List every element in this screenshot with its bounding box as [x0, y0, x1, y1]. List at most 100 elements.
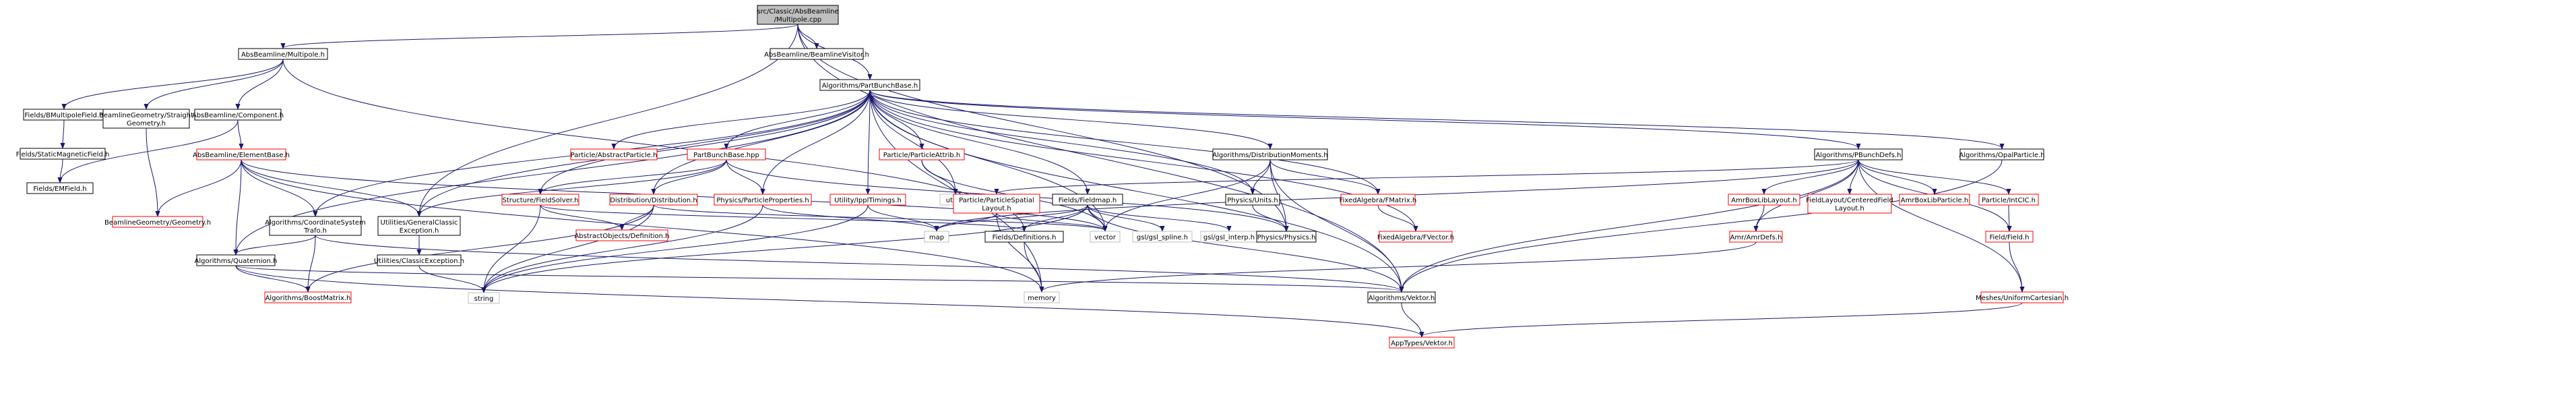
node-box-amrboxlib: [1728, 194, 1800, 206]
edge-meshes-to-apptypes: [1422, 302, 2023, 336]
edge-pbb-to-ippl: [868, 90, 870, 194]
node-quat[interactable]: Algorithms/Quaternion.h: [195, 254, 278, 266]
node-label-centered-0: FieldLayout/CenteredField: [1806, 197, 1893, 204]
edge-quat-to-boostm: [235, 265, 308, 291]
node-component[interactable]: AbsBeamline/Component.h: [192, 109, 284, 121]
node-units[interactable]: Physics/Units.h: [1225, 194, 1280, 206]
node-fieldsolver[interactable]: Structure/FieldSolver.h: [501, 194, 579, 206]
edge-pbunchdefs-to-amrboxpart: [1858, 159, 1935, 194]
node-staticmag[interactable]: Fields/StaticMagneticField.h: [16, 148, 110, 160]
edge-distmom-to-vektor: [1269, 159, 1402, 291]
node-boostm[interactable]: Algorithms/BoostMatrix.h: [264, 291, 352, 303]
edge-distmom-to-units: [1253, 159, 1271, 194]
node-pbbhpp[interactable]: PartBunchBase.hpp: [687, 148, 766, 160]
edge-ippl-to-map: [867, 204, 937, 231]
node-elembase[interactable]: AbsBeamline/ElementBase.h: [193, 148, 290, 160]
node-physics[interactable]: Physics/Physics.h: [1256, 231, 1317, 243]
node-geometry[interactable]: BeamlineGeometry/Geometry.h: [104, 216, 211, 228]
node-label-coordsys-1: Trafo.h: [303, 227, 327, 235]
edge-elembase-to-geometry: [158, 159, 242, 216]
node-absobj[interactable]: AbstractObjects/Definition.h: [574, 229, 670, 241]
edge-fmatrix-to-fvector: [1377, 204, 1416, 231]
node-opal[interactable]: Algorithms/OpalParticle.h: [1959, 148, 2045, 160]
node-abspart[interactable]: Particle/AbstractParticle.h: [570, 148, 658, 160]
dependency-edges: [60, 24, 2022, 336]
node-distmom[interactable]: Algorithms/DistributionMoments.h: [1212, 148, 1328, 160]
node-string: string: [468, 292, 500, 304]
node-vector: vector: [1090, 231, 1121, 243]
edge-component-to-emfield: [60, 119, 239, 182]
dependency-nodes: src/Classic/AbsBeamline/Multipole.cppAbs…: [16, 5, 2069, 349]
edge-pbb-to-distmom: [869, 90, 1270, 148]
edge-pbb-to-fieldsolver: [540, 90, 871, 194]
node-label-units-0: Physics/Units.h: [1227, 197, 1278, 204]
node-label-geometry-0: BeamlineGeometry/Geometry.h: [104, 219, 211, 227]
node-map: map: [924, 231, 949, 243]
node-absmult[interactable]: AbsBeamline/Multipole.h: [238, 48, 328, 60]
node-box-geometry: [112, 216, 203, 228]
node-ippl[interactable]: Utility/IpplTimings.h: [829, 194, 906, 206]
edge-pbb-to-units: [869, 90, 1253, 194]
node-box-partspatial: [953, 194, 1040, 214]
node-label-fieldmap-0: Fields/Fieldmap.h: [1059, 197, 1117, 204]
node-root[interactable]: src/Classic/AbsBeamline/Multipole.cpp: [757, 5, 839, 25]
node-label-distrib-0: Distribution/Distribution.h: [610, 197, 697, 204]
node-box-intcic: [1978, 194, 2039, 206]
node-fielddefs[interactable]: Fields/Definitions.h: [984, 231, 1064, 243]
node-label-memory-0: memory: [1028, 295, 1056, 302]
node-box-straight: [102, 109, 190, 129]
node-visitor[interactable]: AbsBeamline/BeamlineVisitor.h: [764, 48, 869, 60]
node-field[interactable]: Field/Field.h: [1985, 231, 2034, 243]
edge-partspatial-to-map: [937, 212, 997, 231]
edge-fieldmap-to-vektor: [1087, 204, 1402, 291]
node-box-partattrib: [879, 148, 965, 160]
edge-pbunchdefs-to-intcic: [1858, 159, 2009, 194]
edge-root-to-genexc: [419, 24, 798, 216]
node-meshes[interactable]: Meshes/UniformCartesian.h: [1976, 291, 2069, 303]
node-pbunchdefs[interactable]: Algorithms/PBunchDefs.h: [1814, 148, 1903, 160]
node-intcic[interactable]: Particle/IntCIC.h: [1978, 194, 2039, 206]
node-partattrib[interactable]: Particle/ParticleAttrib.h: [879, 148, 965, 160]
node-label-centered-1: Layout.h: [1835, 205, 1864, 212]
edge-pbb-to-vektor: [869, 90, 1402, 291]
edge-absmult-to-component: [238, 59, 284, 109]
edge-quat-to-vektor: [235, 265, 1402, 291]
node-pbb[interactable]: Algorithms/PartBunchBase.h: [819, 79, 920, 91]
node-fvector[interactable]: FixedAlgebra/FVector.h: [1377, 231, 1454, 243]
node-label-amrboxpart-0: AmrBoxLibParticle.h: [1901, 197, 1968, 204]
node-box-clsexc: [377, 254, 462, 266]
edge-root-to-absmult: [283, 24, 798, 48]
node-amrboxpart[interactable]: AmrBoxLibParticle.h: [1899, 194, 1970, 206]
edge-pbunchdefs-to-vektor: [1402, 159, 1859, 291]
node-label-opal-0: Algorithms/OpalParticle.h: [1959, 152, 2044, 159]
node-vektor[interactable]: Algorithms/Vektor.h: [1367, 291, 1436, 303]
node-partprops[interactable]: Physics/ParticleProperties.h: [714, 194, 812, 206]
edge-distrib-to-vector: [653, 204, 1105, 231]
edge-distrib-to-string: [484, 204, 654, 292]
node-label-straight-1: Geometry.h: [127, 120, 166, 127]
node-box-amrdefs: [1729, 231, 1783, 243]
node-bmult[interactable]: Fields/BMultipoleField.h: [23, 109, 105, 121]
edge-absmult-to-straight: [146, 59, 284, 109]
node-fieldmap[interactable]: Fields/Fieldmap.h: [1052, 194, 1123, 206]
node-label-emfield-0: Fields/EMField.h: [33, 185, 86, 193]
edge-quat-to-apptypes: [235, 265, 1422, 336]
node-amrdefs[interactable]: Amr/AmrDefs.h: [1729, 231, 1783, 243]
node-amrboxlib[interactable]: AmrBoxLibLayout.h: [1728, 194, 1800, 206]
node-apptypes[interactable]: AppTypes/Vektor.h: [1389, 336, 1455, 349]
node-emfield[interactable]: Fields/EMField.h: [26, 182, 94, 194]
edge-root-to-physics: [797, 24, 1286, 231]
node-box-distmom: [1212, 148, 1328, 160]
edge-amrboxlib-to-amrdefs: [1756, 204, 1765, 231]
edge-amrdefs-to-memory: [1042, 241, 1757, 291]
node-distrib[interactable]: Distribution/Distribution.h: [609, 194, 698, 206]
node-clsexc[interactable]: Utilities/ClassicException.h: [374, 254, 464, 266]
node-fmatrix[interactable]: FixedAlgebra/FMatrix.h: [1340, 194, 1417, 206]
node-box-staticmag: [20, 148, 106, 160]
node-box-physics: [1256, 231, 1317, 243]
